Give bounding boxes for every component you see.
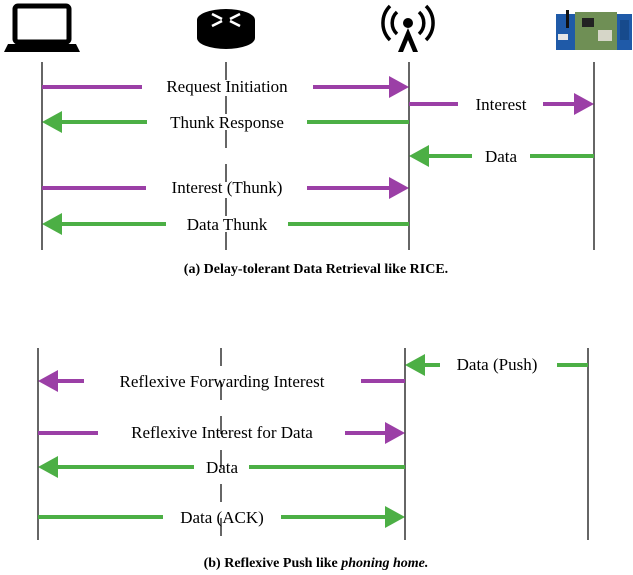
message-interest-thunk: Interest (Thunk) [42, 177, 409, 199]
message-label: Data [206, 458, 239, 477]
message-label: Data (ACK) [180, 508, 264, 527]
message-reflexive-forwarding-interest: Reflexive Forwarding Interest [38, 370, 405, 392]
message-data: Data [409, 145, 594, 167]
iot-board-icon [556, 10, 632, 50]
caption-panel-b-main: (b) Reflexive Push like [204, 556, 342, 571]
message-label: Interest (Thunk) [172, 178, 283, 197]
message-label: Request Initiation [166, 77, 288, 96]
message-label: Reflexive Forwarding Interest [120, 372, 325, 391]
message-data-b: Data [38, 456, 405, 478]
message-data-ack: Data (ACK) [38, 506, 405, 528]
router-icon [197, 9, 255, 49]
message-label: Thunk Response [170, 113, 284, 132]
message-label: Interest [476, 95, 527, 114]
message-label: Data Thunk [187, 215, 268, 234]
laptop-icon [4, 3, 80, 52]
caption-panel-b-emphasis: phoning home. [340, 556, 428, 571]
message-request-initiation: Request Initiation [42, 76, 409, 98]
caption-panel-b: (b) Reflexive Push like phoning home. [204, 556, 429, 571]
antenna-icon [381, 4, 435, 52]
message-data-push: Data (Push) [405, 354, 588, 376]
message-thunk-response: Thunk Response [42, 111, 409, 133]
message-label: Reflexive Interest for Data [131, 423, 313, 442]
message-label: Data (Push) [457, 355, 538, 374]
caption-panel-a: (a) Delay-tolerant Data Retrieval like R… [184, 262, 448, 277]
message-data-thunk: Data Thunk [42, 213, 409, 235]
message-label: Data [485, 147, 518, 166]
message-reflexive-interest-for-data: Reflexive Interest for Data [38, 422, 405, 444]
message-interest: Interest [409, 93, 594, 115]
